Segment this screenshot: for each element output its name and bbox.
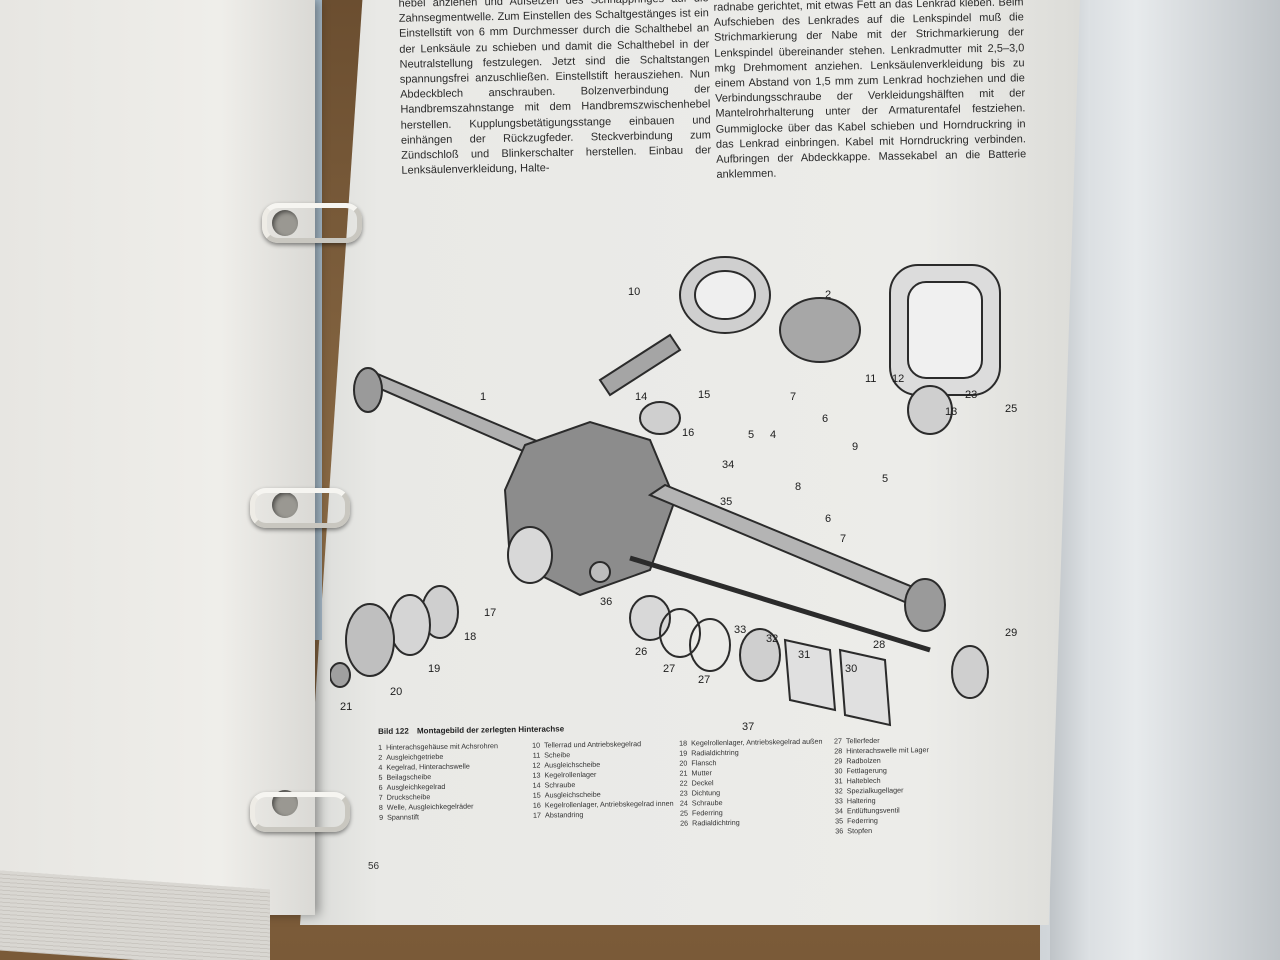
svg-text:29: 29 <box>1005 627 1017 639</box>
svg-text:27: 27 <box>698 674 710 686</box>
svg-text:11: 11 <box>865 373 876 385</box>
svg-text:13: 13 <box>945 406 957 418</box>
svg-text:37: 37 <box>742 721 754 733</box>
right-axle-flange <box>904 578 946 632</box>
svg-text:7: 7 <box>790 391 796 403</box>
svg-text:9: 9 <box>852 441 858 453</box>
instruction-text-right: radnabe gerichtet, mit etwas Fett an das… <box>713 0 1027 181</box>
svg-text:33: 33 <box>734 624 746 636</box>
svg-text:31: 31 <box>798 649 810 661</box>
binder-ring <box>262 203 362 243</box>
svg-text:6: 6 <box>825 513 831 525</box>
svg-text:25: 25 <box>1005 403 1017 415</box>
axle-shaft <box>629 555 931 653</box>
right-axle-tube <box>647 483 922 607</box>
left-axle-flange <box>353 367 383 413</box>
binder-ring <box>250 792 350 832</box>
svg-text:18: 18 <box>464 631 476 643</box>
blank-left-page <box>0 0 315 915</box>
part-callouts: 1 2 4 5 5 6 6 7 7 8 9 10 11 12 13 14 15 … <box>340 286 1017 733</box>
svg-text:19: 19 <box>428 663 440 675</box>
housing-opening <box>507 526 553 584</box>
svg-text:23: 23 <box>965 389 977 401</box>
differential-carrier <box>779 297 861 363</box>
exploded-axle-diagram: 1 2 4 5 5 6 6 7 7 8 9 10 11 12 13 14 15 … <box>329 240 1050 740</box>
svg-text:21: 21 <box>340 701 352 713</box>
svg-text:27: 27 <box>663 663 675 675</box>
instruction-text-left: hebel anziehen und Aufsetzen des Schnapp… <box>398 0 712 177</box>
svg-text:20: 20 <box>390 686 402 698</box>
svg-text:16: 16 <box>682 427 694 439</box>
svg-text:35: 35 <box>720 496 732 508</box>
svg-text:5: 5 <box>882 473 888 485</box>
svg-text:17: 17 <box>484 607 496 619</box>
wheel-hub <box>951 645 989 699</box>
pinion-gear <box>598 333 682 397</box>
svg-text:5: 5 <box>748 429 754 441</box>
manual-page <box>300 0 1080 925</box>
figure-number: Bild 122 <box>378 726 409 736</box>
svg-text:7: 7 <box>840 533 846 545</box>
page-number: 56 <box>368 861 380 872</box>
punch-hole <box>272 492 298 518</box>
svg-text:10: 10 <box>628 286 640 298</box>
svg-text:8: 8 <box>795 481 801 493</box>
svg-text:36: 36 <box>600 596 612 608</box>
svg-text:1: 1 <box>480 391 486 403</box>
svg-text:14: 14 <box>635 391 647 403</box>
svg-text:12: 12 <box>892 373 904 385</box>
svg-text:32: 32 <box>766 633 778 645</box>
svg-text:26: 26 <box>635 646 647 658</box>
svg-text:30: 30 <box>845 663 857 675</box>
svg-text:6: 6 <box>822 413 828 425</box>
svg-text:4: 4 <box>770 429 776 441</box>
svg-text:15: 15 <box>698 389 710 401</box>
binder-ring <box>250 488 350 528</box>
svg-text:2: 2 <box>825 289 831 301</box>
svg-text:34: 34 <box>722 459 734 471</box>
svg-text:28: 28 <box>873 639 885 651</box>
